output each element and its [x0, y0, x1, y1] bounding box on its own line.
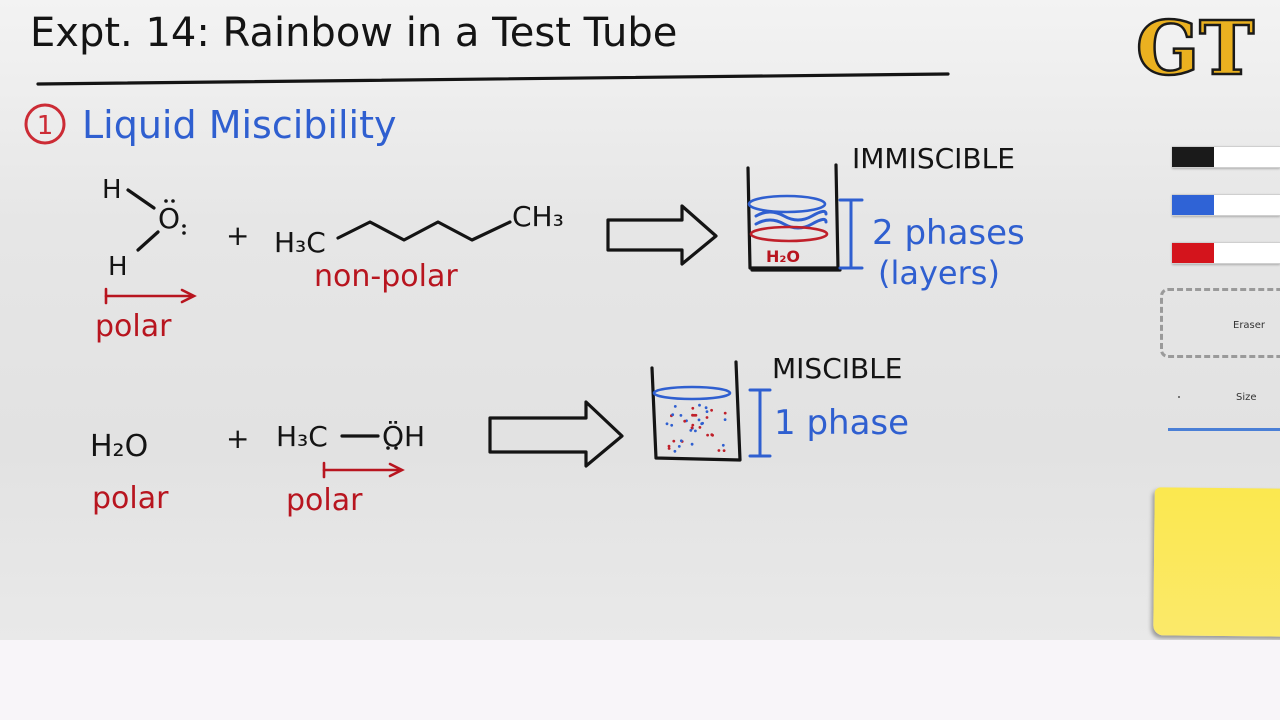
water-dipole-arrow: [104, 287, 197, 305]
ink-layer: Expt. 14: Rainbow in a Test Tube 1 Liqui…: [24, 10, 1025, 518]
row2-water-polar-label: polar: [92, 481, 169, 516]
bottom-strip: [0, 640, 1280, 720]
mixture-dot: [683, 419, 687, 423]
eraser-button[interactable]: Eraser: [1160, 288, 1280, 358]
hexane-ch3: CH₃: [512, 200, 564, 233]
mixture-dot: [705, 410, 709, 413]
mixture-dot: [690, 442, 694, 446]
mixture-dot: [723, 418, 727, 421]
mixture-dot: [705, 416, 709, 419]
hexane-h3c: H₃C: [274, 226, 326, 259]
mixture-dot: [697, 418, 701, 422]
mixture-dot: [701, 421, 704, 425]
methanol-dipole-arrow: [322, 461, 405, 479]
red-marker-tip: [1172, 243, 1214, 263]
one-phase-label: 1 phase: [774, 403, 909, 443]
row2-reaction-arrow: [488, 400, 624, 468]
mixture-dot: [692, 413, 696, 417]
whiteboard-canvas[interactable]: Expt. 14: Rainbow in a Test Tube 1 Liqui…: [0, 0, 1280, 640]
blue-marker-tip: [1172, 195, 1214, 215]
row2-water: H₂O: [90, 429, 148, 464]
layers-label: (layers): [878, 254, 1000, 292]
two-phases-label: 2 phases: [872, 213, 1025, 253]
gt-logo-letters: GT: [1136, 6, 1254, 90]
size-label: Size: [1236, 392, 1257, 403]
drawing-toolbar: Eraser Size: [1140, 0, 1280, 640]
mixture-dot: [694, 429, 697, 433]
row2-plus: +: [226, 422, 249, 455]
miscible-beaker: [650, 360, 742, 462]
immiscible-beaker: [746, 163, 842, 272]
black-marker-tip: [1172, 147, 1214, 167]
methanol-polar-label: polar: [286, 483, 363, 518]
immiscible-label: IMMISCIBLE: [852, 142, 1015, 175]
mixture-dot: [704, 406, 708, 410]
two-phase-bracket: [838, 198, 864, 270]
mixture-dot: [665, 422, 669, 426]
mixture-dot: [698, 426, 702, 429]
red-marker-button[interactable]: [1172, 242, 1280, 264]
mixture-dot: [689, 429, 693, 432]
water-oxygen: O: [158, 202, 180, 235]
miscible-label: MISCIBLE: [772, 352, 903, 385]
one-phase-bracket: [748, 388, 772, 458]
water-h-bottom: H: [108, 252, 128, 282]
mixture-dot: [723, 411, 727, 415]
section-number: 1: [37, 111, 54, 141]
mixture-dot: [667, 447, 671, 450]
mixture-dot: [710, 408, 713, 412]
mixture-dot: [677, 445, 681, 448]
water-polar-label: polar: [95, 309, 172, 344]
sticky-note[interactable]: [1153, 487, 1280, 637]
mixture-dot: [667, 444, 671, 448]
mixture-dot: [691, 406, 695, 410]
methanol-h3c: H₃C: [276, 420, 328, 453]
hexane-nonpolar-label: non-polar: [314, 259, 458, 294]
mixture-dot: [722, 449, 726, 452]
mixture-dot: [672, 439, 676, 443]
mixture-dot: [673, 449, 677, 453]
blue-marker-button[interactable]: [1172, 194, 1280, 216]
title-underline: [36, 72, 950, 86]
water-h-top: H: [102, 175, 122, 205]
mixture-dot: [706, 433, 709, 437]
mixture-dot: [671, 413, 675, 417]
mixture-dot: [673, 405, 677, 408]
methanol-lone-pairs: [386, 446, 398, 450]
mixture-dot: [690, 426, 694, 430]
size-dot-icon: [1178, 396, 1180, 398]
mixture-dot: [698, 403, 701, 407]
black-marker-button[interactable]: [1172, 146, 1280, 168]
mixture-dot: [679, 414, 683, 417]
gt-logo: GT: [1135, 5, 1256, 90]
mixture-dot: [721, 443, 725, 447]
mixture-dot: [710, 433, 714, 437]
water-bond-bottom: [136, 230, 160, 252]
eraser-label: Eraser: [1233, 320, 1266, 331]
mixture-dot: [691, 423, 695, 427]
section-number-circle: [24, 103, 66, 145]
tube-water-layer-label: H₂O: [766, 247, 800, 266]
hexane-zigzag-chain: [336, 220, 512, 242]
water-bond-top: [126, 188, 156, 210]
mixture-dot: [679, 439, 683, 443]
section-heading: Liquid Miscibility: [82, 103, 396, 147]
board-title: Expt. 14: Rainbow in a Test Tube: [30, 10, 677, 56]
row1-plus: +: [226, 219, 249, 252]
water-lone-pairs: [164, 199, 186, 235]
row1-reaction-arrow: [606, 204, 718, 266]
size-slider[interactable]: [1168, 428, 1280, 431]
mixture-dot: [717, 449, 721, 452]
mixture-dot: [670, 423, 674, 427]
